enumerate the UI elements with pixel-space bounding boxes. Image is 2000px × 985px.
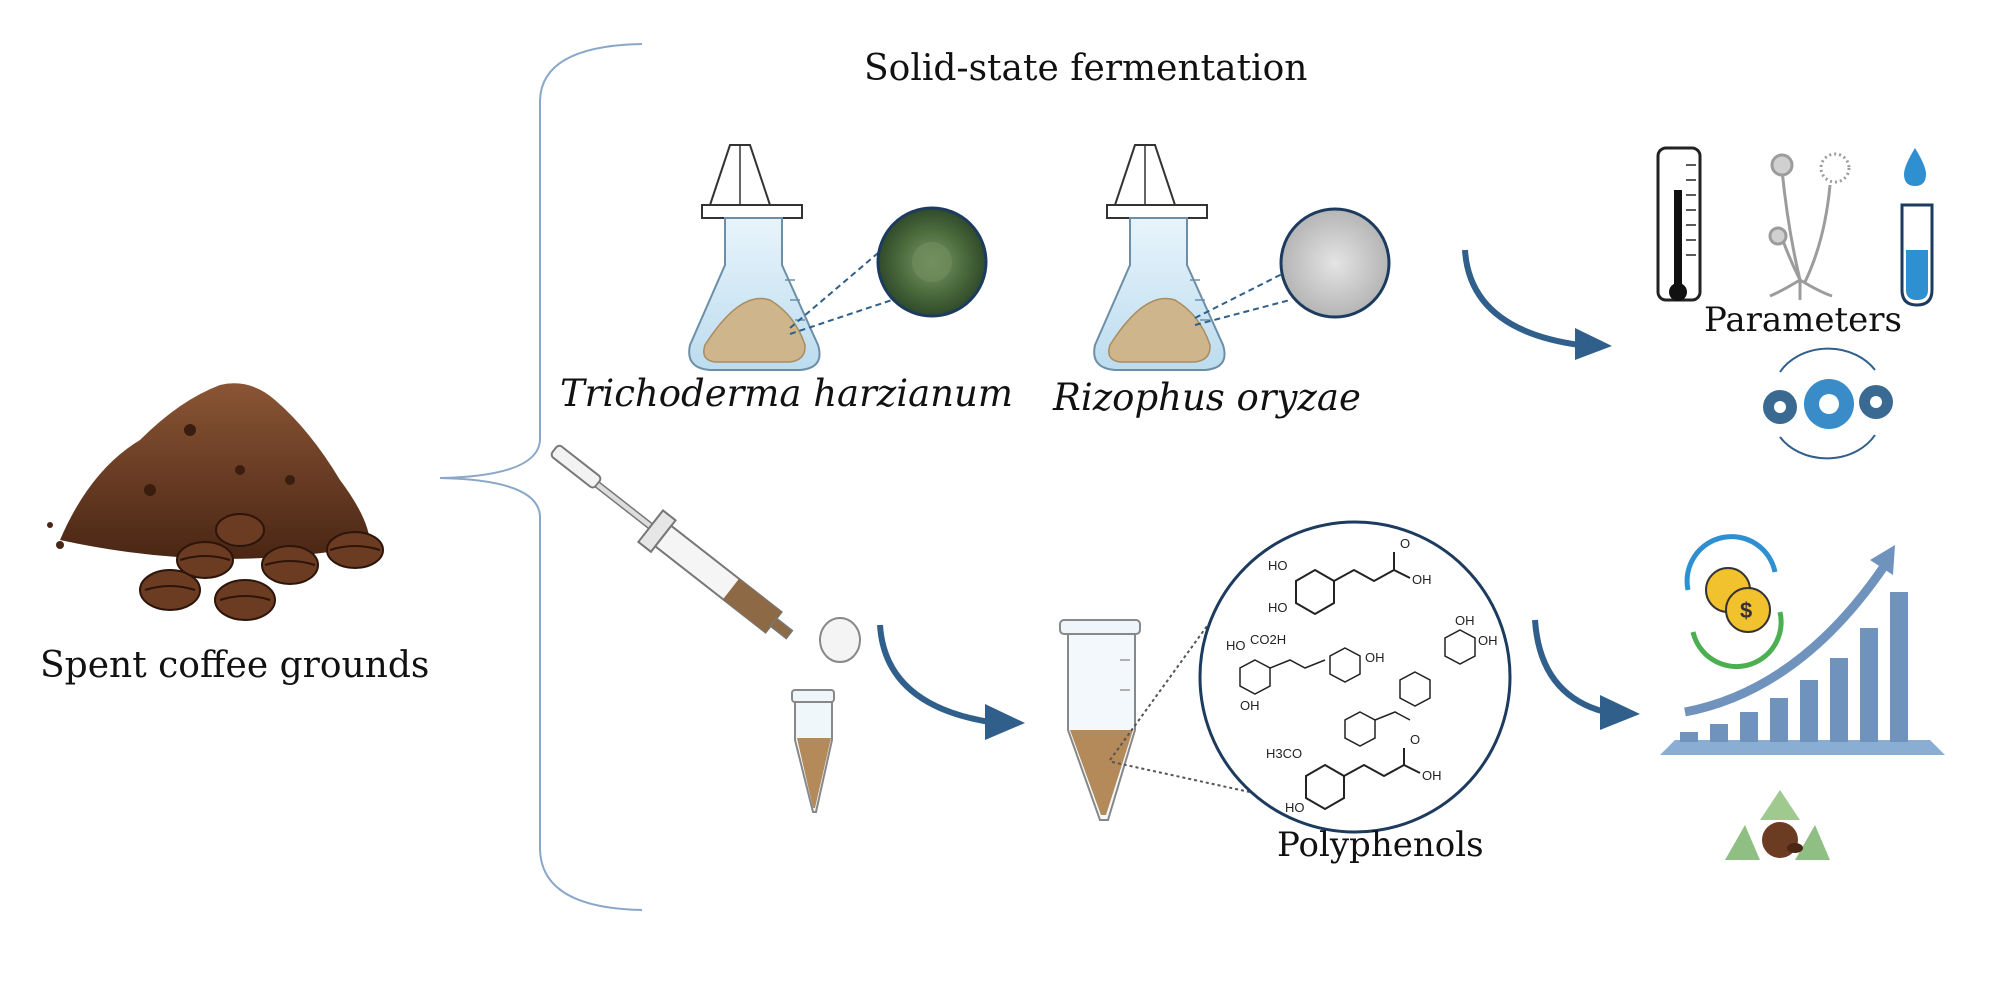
- ferulic-ho-label: HO: [1285, 800, 1305, 815]
- syringe-icon: [550, 444, 794, 640]
- chlorogenic-co2h-label: CO2H: [1250, 632, 1286, 647]
- caffeic-o-label: O: [1400, 536, 1410, 551]
- caffeic-oh-label: OH: [1412, 572, 1432, 587]
- ferulic-oh-label: OH: [1422, 768, 1442, 783]
- recycle-icon: [1725, 790, 1830, 860]
- svg-text:$: $: [1740, 598, 1752, 623]
- flask-1-icon: [688, 144, 821, 371]
- organism-label-trichoderma: Trichoderma harzianum: [560, 372, 1013, 415]
- diagram-title: Solid-state fermentation: [864, 48, 1308, 89]
- caffeic-ho-label-1: HO: [1268, 558, 1288, 573]
- arrow-to-parameters-icon: [1462, 249, 1581, 348]
- caffeic-ho-label-2: HO: [1268, 600, 1288, 615]
- arrow-to-tube-icon: [877, 624, 991, 725]
- syringe-filter-microtube-icon: [791, 617, 861, 813]
- rhizopus-colony: [1194, 207, 1391, 326]
- substrate-label: Spent coffee grounds: [40, 645, 430, 686]
- chlorogenic-oh-label-3: OH: [1478, 633, 1498, 648]
- chlorogenic-oh-label-2: OH: [1365, 650, 1385, 665]
- polyphenols-circle: HO HO O OH HO CO2H OH OH OH OH H3CO HO O…: [1198, 520, 1512, 834]
- parameters-label: Parameters: [1704, 300, 1902, 340]
- water-drop-icon: [1904, 148, 1926, 186]
- zoom-lines: [1109, 614, 1301, 804]
- arrowhead-1: [1575, 328, 1612, 360]
- chlorogenic-ho-label: HO: [1226, 638, 1246, 653]
- growth-chart-icon: [1660, 545, 1945, 755]
- fungus-mycelium-icon: [1768, 152, 1851, 300]
- chlorogenic-oh-label-1: OH: [1240, 698, 1260, 713]
- coffee-grounds-icon: [47, 383, 384, 621]
- test-tube-icon: [1900, 203, 1934, 307]
- arrowhead-3: [1600, 695, 1640, 730]
- gears-icon: [1763, 347, 1893, 460]
- ferulic-h3co-label: H3CO: [1266, 746, 1302, 761]
- ferulic-o-label: O: [1410, 732, 1420, 747]
- arrow-to-results-icon: [1532, 619, 1606, 715]
- trichoderma-colony: [789, 206, 988, 335]
- organism-label-rhizopus: Rizophus oryzae: [1053, 376, 1361, 419]
- flask-2-icon: [1093, 144, 1226, 371]
- chlorogenic-oh-label-4: OH: [1455, 613, 1475, 628]
- polyphenols-label: Polyphenols: [1277, 825, 1484, 865]
- arrowhead-2: [985, 704, 1025, 740]
- grouping-brace: [439, 43, 643, 911]
- extract-tube-icon: [1059, 619, 1141, 821]
- money-exchange-icon: $: [1684, 534, 1784, 670]
- thermometer-icon: [1656, 146, 1702, 302]
